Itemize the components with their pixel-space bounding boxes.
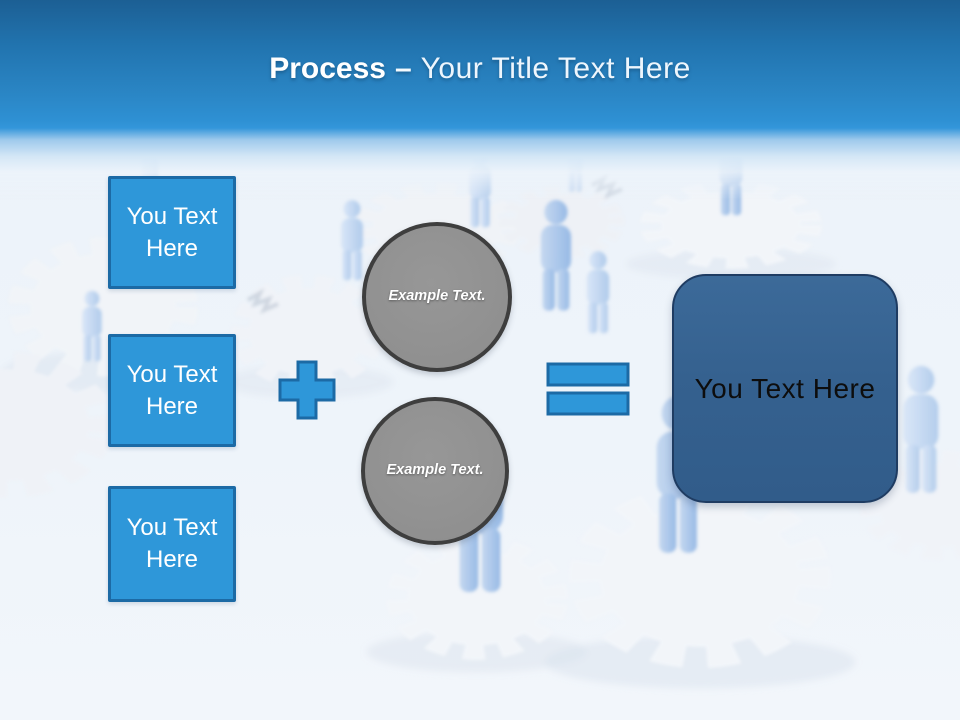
slide-title[interactable]: Process – Your Title Text Here (0, 52, 960, 86)
result-box-label: You Text Here (694, 372, 876, 404)
result-box[interactable]: You Text Here (672, 274, 898, 503)
equals-icon (546, 362, 630, 416)
text-box-3[interactable]: You Text Here (108, 486, 236, 602)
example-circle-1[interactable]: Example Text. (362, 222, 512, 372)
text-box-2-label: You Text Here (126, 360, 218, 420)
plus-operator (277, 359, 337, 426)
text-box-3-label: You Text Here (126, 514, 218, 573)
example-circle-1-label: Example Text. (388, 288, 486, 305)
example-circle-2-label: Example Text. (386, 462, 484, 479)
plus-icon (278, 360, 336, 420)
person-icon (567, 136, 583, 192)
title-regular-text: Your Title Text Here (420, 52, 691, 85)
person-icon (586, 251, 610, 334)
person-icon (540, 199, 572, 311)
title-dash: – (394, 52, 412, 85)
title-bold-text: Process (269, 52, 386, 85)
text-box-2[interactable]: You Text Here (108, 334, 236, 447)
example-circle-2[interactable]: Example Text. (361, 397, 509, 545)
gear-icon (654, 188, 809, 262)
gear-icon (576, 491, 825, 664)
text-box-1-label: You Text Here (126, 202, 218, 262)
text-box-1[interactable]: You Text Here (108, 176, 236, 289)
equals-operator (544, 360, 632, 423)
person-icon (341, 200, 363, 281)
